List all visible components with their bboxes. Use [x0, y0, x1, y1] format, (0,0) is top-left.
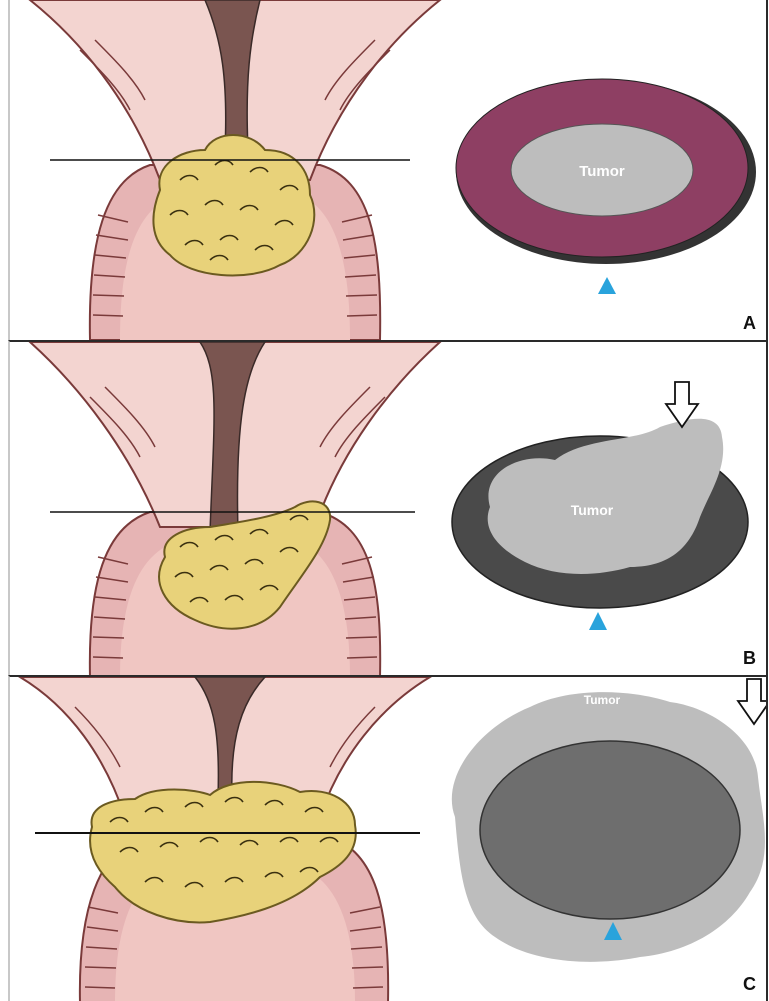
cross-section-c: Tumor — [452, 679, 768, 962]
panel-b: Tumor B — [8, 340, 768, 675]
panel-a: Tumor A — [8, 0, 768, 340]
panel-letter-a: A — [743, 313, 756, 334]
panel-a-illustration: Tumor — [10, 0, 768, 340]
cross-section-b: Tumor — [452, 382, 748, 630]
tumor-mass — [153, 135, 314, 275]
hollow-down-arrow — [738, 679, 768, 724]
tumor-label: Tumor — [584, 693, 621, 707]
blue-arrowhead — [589, 612, 607, 630]
tumor-label: Tumor — [579, 163, 625, 180]
cross-section-a: Tumor — [456, 79, 756, 294]
tumor-label: Tumor — [571, 502, 614, 518]
panel-letter-c: C — [743, 974, 756, 995]
panel-letter-b: B — [743, 648, 756, 669]
panel-c: Tumor C — [8, 675, 768, 1001]
panel-c-illustration: Tumor — [10, 677, 768, 1001]
panel-b-illustration: Tumor — [10, 342, 768, 675]
blue-arrowhead — [598, 277, 616, 294]
